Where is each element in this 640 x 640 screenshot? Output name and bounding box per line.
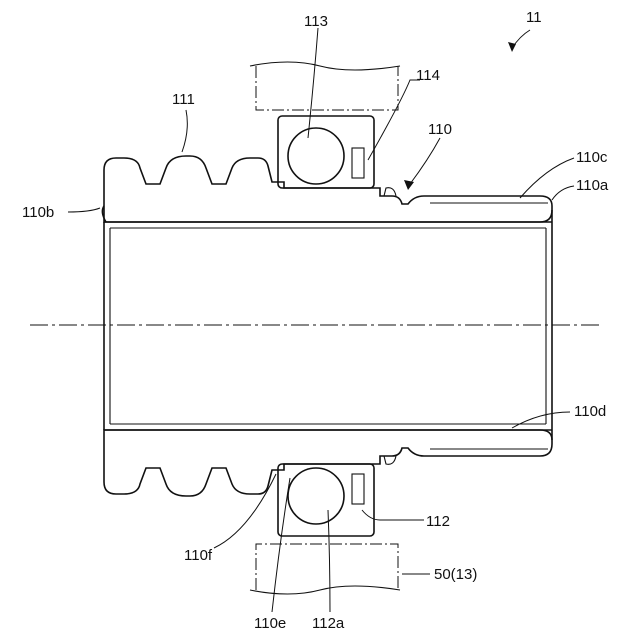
- label-assembly: 11: [526, 9, 542, 26]
- label-retainer: 114: [416, 67, 440, 84]
- label-screw: 111: [172, 91, 195, 108]
- bearing-bottom: [278, 464, 374, 536]
- label-shoulder: 110f: [184, 547, 213, 564]
- label-bearing-groove: 112a: [312, 615, 345, 632]
- label-outer-end: 110a: [576, 177, 609, 194]
- housing-top: [250, 62, 400, 110]
- label-inner-surface: 110d: [574, 403, 606, 420]
- label-bearing: 112: [426, 513, 450, 530]
- label-sleeve: 110: [428, 121, 452, 138]
- label-ball: 113: [304, 13, 328, 30]
- bearing-top: [278, 116, 374, 188]
- label-groove: 110e: [254, 615, 286, 632]
- label-housing: 50(13): [434, 566, 477, 583]
- housing-bottom: [250, 544, 400, 594]
- label-outer-surface: 110c: [576, 149, 608, 166]
- label-inner-end: 110b: [22, 204, 54, 221]
